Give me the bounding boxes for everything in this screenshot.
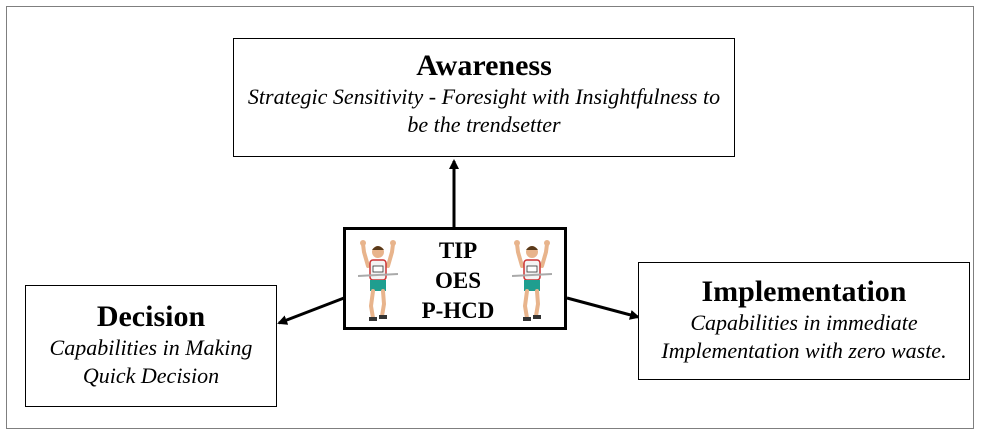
implementation-description-line1: Capabilities in immediate [690,310,918,335]
diagram-frame [6,6,974,429]
implementation-box: Implementation Capabilities in immediate… [638,262,970,380]
runner-icon [512,240,552,321]
center-label-p-hcd: P-HCD [421,298,495,323]
awareness-description-line1: Strategic Sensitivity - Foresight with I… [247,84,721,109]
arrow-to-implementation [566,296,640,320]
decision-description-line1: Capabilities in Making [49,335,253,360]
awareness-box: Awareness Strategic Sensitivity - Foresi… [233,38,735,157]
decision-title: Decision [96,300,206,333]
decision-box: Decision Capabilities in Making Quick De… [25,285,277,407]
center-labels: TIP OES P-HCD [416,236,500,326]
implementation-description-line2: Implementation with zero waste. [661,338,947,363]
center-label-tip: TIP [438,238,478,263]
center-label-oes: OES [434,268,482,293]
implementation-title: Implementation [701,275,907,308]
decision-description-line2: Quick Decision [82,363,220,388]
center-box: TIP OES P-HCD [343,227,567,330]
runner-icon [358,240,398,321]
arrow-to-decision [277,296,345,325]
awareness-title: Awareness [416,49,552,82]
awareness-description-line2: be the trendsetter [407,112,561,137]
